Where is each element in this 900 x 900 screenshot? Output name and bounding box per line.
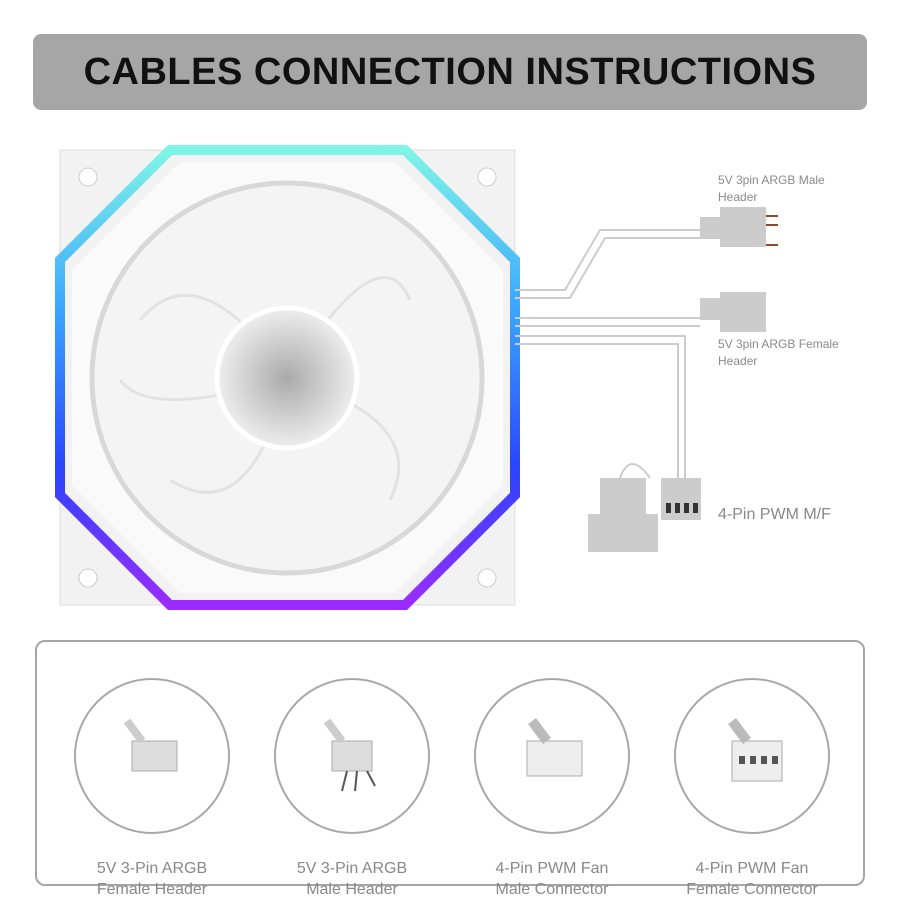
fan-diagram xyxy=(55,145,778,610)
page-title: CABLES CONNECTION INSTRUCTIONS xyxy=(33,34,867,110)
connector-legend-panel: 5V 3-Pin ARGB Female Header 5V 3-Pin ARGB… xyxy=(35,640,865,898)
caption-line2: Female Header xyxy=(96,881,208,898)
female-header-label: 5V 3pin ARGB Female Header xyxy=(718,337,839,368)
caption-line1: 5V 3-Pin ARGB xyxy=(296,860,408,877)
pwm-male-connector-icon xyxy=(474,678,630,834)
caption-line2: Female Connector xyxy=(686,881,818,898)
argb-female-connector-icon xyxy=(74,678,230,834)
caption-line1: 4-Pin PWM Fan xyxy=(495,860,609,877)
male-header-label: 5V 3pin ARGB Male Header xyxy=(718,173,825,204)
caption-line2: Male Connector xyxy=(495,881,609,898)
caption-line2: Male Header xyxy=(306,881,398,898)
caption-line1: 5V 3-Pin ARGB xyxy=(96,860,208,877)
connector-argb-male: 5V 3-Pin ARGB Male Header xyxy=(252,678,452,900)
pwm-label: 4-Pin PWM M/F xyxy=(718,506,831,523)
connector-argb-female: 5V 3-Pin ARGB Female Header xyxy=(52,678,252,900)
caption-line1: 4-Pin PWM Fan xyxy=(695,860,809,877)
pwm-female-connector-icon xyxy=(674,678,830,834)
argb-male-connector-icon xyxy=(274,678,430,834)
